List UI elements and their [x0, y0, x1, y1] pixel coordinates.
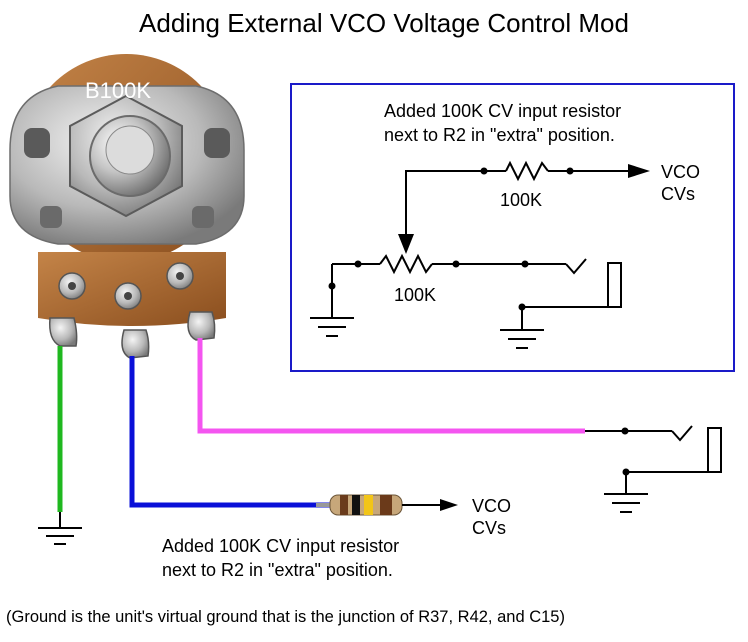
- page-title: Adding External VCO Voltage Control Mod: [139, 8, 629, 38]
- lug-tab-ground: [48, 317, 78, 347]
- wiring-note-line-1: Added 100K CV input resistor: [162, 536, 399, 556]
- wiring-output-label-1: VCO: [472, 496, 511, 516]
- footer-note: (Ground is the unit's virtual ground tha…: [6, 608, 565, 626]
- cv-resistor: [316, 494, 458, 516]
- schematic-resistor-label: 100K: [500, 190, 542, 210]
- resistor-band-3: [364, 495, 373, 515]
- resistor-band-2: [352, 495, 360, 515]
- pot-marking-label: B100K: [85, 78, 151, 103]
- bracket-slot-right: [204, 128, 230, 158]
- lug-tab-wiper: [121, 329, 150, 359]
- wiper-wire: [129, 356, 330, 508]
- resistor-band-1: [340, 495, 348, 515]
- arrow-head: [440, 499, 458, 511]
- wiring-jack: [585, 425, 722, 513]
- schematic-note-line-2: next to R2 in "extra" position.: [384, 125, 615, 145]
- wiring-output-label-2: CVs: [472, 518, 506, 538]
- ground-symbol-wire: [38, 512, 82, 545]
- potentiometer-illustration: B100K: [9, 54, 245, 359]
- schematic-output-label-1: VCO: [661, 162, 700, 182]
- cv-input-wire: [197, 338, 585, 434]
- schematic-output-label-2: CVs: [661, 184, 695, 204]
- lug-tab-cv: [187, 311, 216, 341]
- schematic-note-line-1: Added 100K CV input resistor: [384, 101, 621, 121]
- schematic-box: [290, 83, 735, 372]
- resistor-band-4: [380, 495, 392, 515]
- pot-shaft-top: [105, 125, 155, 175]
- schematic-circuit: [310, 160, 650, 349]
- wiring-note-line-2: next to R2 in "extra" position.: [162, 560, 393, 580]
- bracket-slot-left: [24, 128, 50, 158]
- bracket-slot-bottom-left: [40, 206, 62, 228]
- bracket-slot-bottom-right: [192, 206, 214, 228]
- schematic-pot-label: 100K: [394, 285, 436, 305]
